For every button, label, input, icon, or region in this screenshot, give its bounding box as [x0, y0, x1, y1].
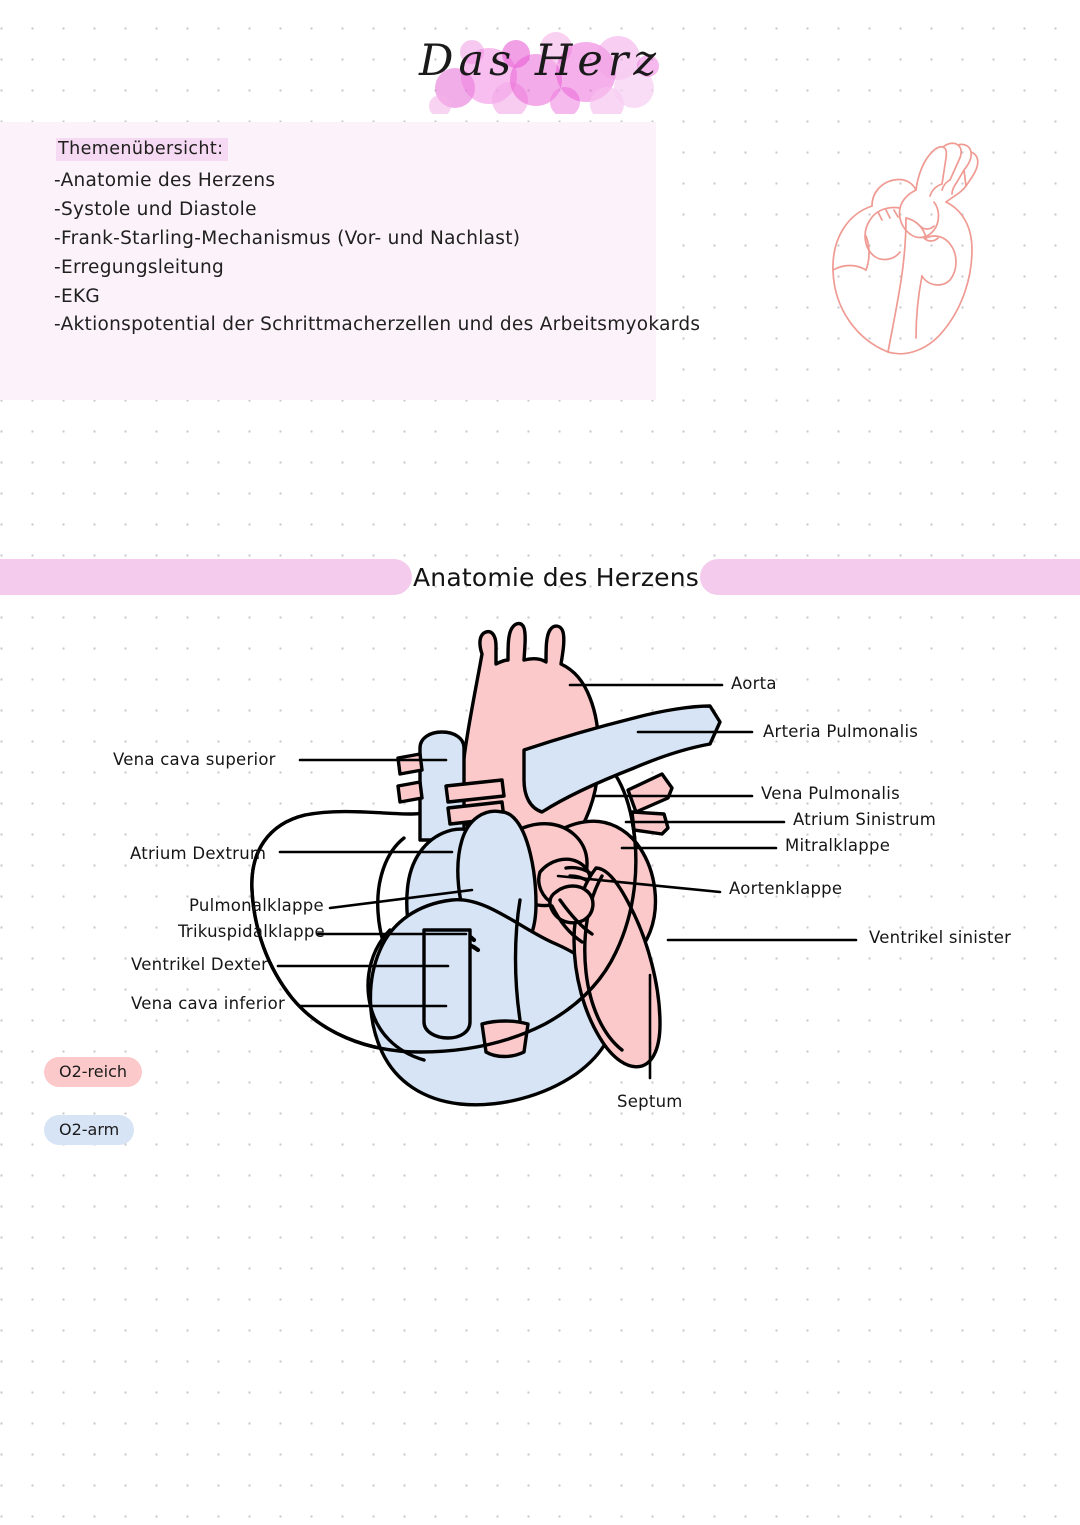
label-aorta: Aorta — [731, 674, 777, 693]
topics-overview-box — [0, 122, 656, 400]
label-mitralklappe: Mitralklappe — [785, 836, 891, 855]
label-vena-pulmonalis: Vena Pulmonalis — [761, 784, 900, 803]
title-blob — [540, 32, 572, 64]
label-atrium-dextrum: Atrium Dextrum — [130, 844, 267, 863]
label-ventrikel-sinister: Ventrikel sinister — [869, 928, 1012, 947]
topic-item: -Systole und Diastole — [54, 199, 257, 220]
topics-overview-content: Themenübersicht: -Anatomie des Herzens -… — [0, 122, 700, 400]
leader-lines — [276, 683, 858, 1080]
title-blob — [510, 54, 562, 106]
heart-anatomy-diagram — [0, 600, 1080, 1140]
label-trikuspidalklappe: Trikuspidalklappe — [178, 922, 325, 941]
banner-bar-left — [0, 559, 412, 595]
title-decoration-blobs — [429, 32, 659, 114]
title-blob — [550, 87, 580, 114]
section-banner: Anatomie des Herzens — [0, 559, 1080, 595]
page-title: Das Herz — [418, 36, 661, 86]
legend-o2-rich: O2-reich — [44, 1057, 142, 1087]
topic-item: -Anatomie des Herzens — [54, 170, 276, 191]
topic-item: -EKG — [54, 286, 101, 307]
section-title: Anatomie des Herzens — [412, 562, 700, 592]
label-aortenklappe: Aortenklappe — [729, 879, 843, 898]
title-blob — [614, 68, 654, 108]
banner-bar-right — [700, 559, 1080, 595]
topic-item: -Frank-Starling-Mechanismus (Vor- und Na… — [54, 228, 521, 249]
label-vena-cava-inferior: Vena cava inferior — [131, 994, 286, 1013]
label-vena-cava-superior: Vena cava superior — [113, 750, 276, 769]
label-atrium-sinistrum: Atrium Sinistrum — [793, 810, 937, 829]
topics-heading: Themenübersicht: — [56, 138, 229, 161]
topic-item: -Aktionspotential der Schrittmacherzelle… — [54, 314, 701, 335]
title-blob — [637, 55, 659, 77]
label-ventrikel-dexter: Ventrikel Dexter — [131, 955, 269, 974]
label-arteria-pulmonalis: Arteria Pulmonalis — [763, 722, 919, 741]
topic-item: -Erregungsleitung — [54, 257, 225, 278]
page-title-block: Das Herz — [0, 14, 1080, 114]
legend-o2-arm: O2-arm — [44, 1115, 135, 1145]
leader-aortenklappe — [556, 874, 722, 894]
leader-pulmonalklappe — [328, 888, 474, 910]
title-blob — [429, 95, 451, 114]
label-pulmonalklappe: Pulmonalklappe — [189, 896, 324, 915]
label-septum: Septum — [617, 1092, 683, 1111]
heart-cross-section-illustration — [250, 621, 858, 1107]
anatomical-heart-outline-icon — [832, 142, 979, 355]
